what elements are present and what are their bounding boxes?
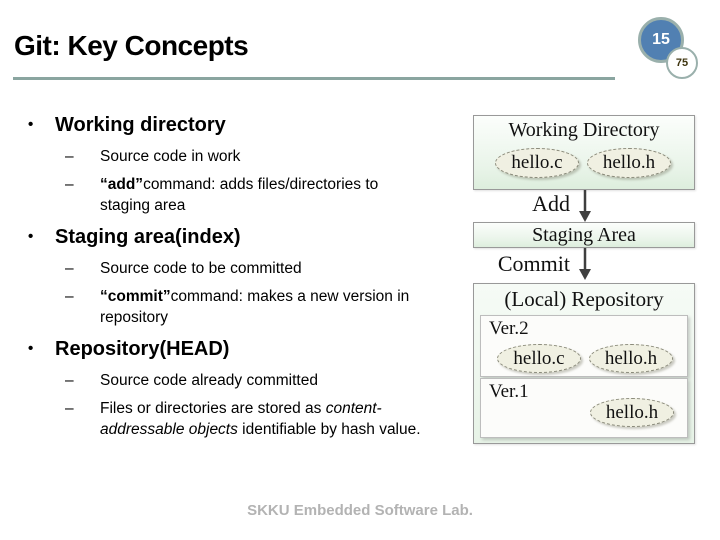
- dash-icon: –: [65, 372, 74, 389]
- dash-icon: –: [65, 288, 74, 305]
- section-heading: • Staging area(index): [28, 224, 473, 250]
- heading-text: Staging area(index): [55, 226, 241, 248]
- repository-box: (Local) Repository Ver.2 hello.c hello.h…: [473, 283, 695, 444]
- git-flow-diagram: Working Directory hello.c hello.h Add St…: [473, 115, 695, 445]
- add-label: Add: [532, 191, 570, 216]
- list-item-text: Files or directories are stored as conte…: [100, 400, 421, 438]
- total-pages: 75: [675, 57, 689, 69]
- section-heading: • Working directory: [28, 112, 473, 138]
- footer: SKKU Embedded Software Lab.: [247, 502, 473, 519]
- down-arrow-icon: [579, 190, 591, 222]
- box-title: (Local) Repository: [504, 287, 664, 311]
- dash-icon: –: [65, 260, 74, 277]
- section-heading: • Repository(HEAD): [28, 336, 473, 362]
- file-ellipse: hello.h: [587, 148, 671, 178]
- list-item: – “add”command: adds files/directories t…: [28, 174, 473, 216]
- file-ellipse: hello.h: [590, 398, 674, 427]
- box-title: Staging Area: [532, 224, 636, 246]
- list-item: – Source code already committed: [28, 370, 473, 391]
- list-item-text: Source code to be committed: [100, 260, 302, 277]
- heading-text: Working directory: [55, 114, 226, 136]
- list-item: – “commit”command: makes a new version i…: [28, 286, 473, 328]
- list-item-text: Source code in work: [100, 148, 241, 165]
- file-ellipse: hello.c: [495, 148, 579, 178]
- page-number-badge: 15: [638, 17, 684, 63]
- total-pages-badge: 75: [666, 47, 698, 79]
- list-item-text: “add”command: adds files/directories to …: [100, 176, 379, 214]
- dash-icon: –: [65, 400, 74, 417]
- page-number: 15: [652, 31, 670, 48]
- dash-icon: –: [65, 176, 74, 193]
- file-ellipse: hello.c: [497, 344, 581, 373]
- down-arrow-icon: [579, 248, 591, 280]
- list-item-text: Source code already committed: [100, 372, 318, 389]
- heading-text: Repository(HEAD): [55, 338, 230, 360]
- bullet-icon: •: [28, 116, 34, 133]
- bullet-list: • Working directory – Source code in wor…: [28, 112, 473, 447]
- bullet-icon: •: [28, 340, 34, 357]
- file-ellipse: hello.h: [589, 344, 673, 373]
- box-title: Working Directory: [508, 119, 660, 141]
- version-label: Ver.1: [489, 381, 529, 402]
- list-item: – Source code to be committed: [28, 258, 473, 279]
- staging-area-box: Staging Area: [473, 222, 695, 248]
- version-panel-ver2: Ver.2 hello.c hello.h: [480, 315, 688, 377]
- version-label: Ver.2: [489, 318, 529, 339]
- version-panel-ver1: Ver.1 hello.h: [480, 378, 688, 438]
- list-item-text: “commit”command: makes a new version in …: [100, 288, 410, 326]
- commit-label: Commit: [497, 251, 570, 276]
- page-title: Git: Key Concepts: [14, 30, 249, 61]
- dash-icon: –: [65, 148, 74, 165]
- bullet-icon: •: [28, 228, 34, 245]
- title-underline: [13, 77, 615, 80]
- list-item: – Files or directories are stored as con…: [28, 398, 473, 440]
- list-item: – Source code in work: [28, 146, 473, 167]
